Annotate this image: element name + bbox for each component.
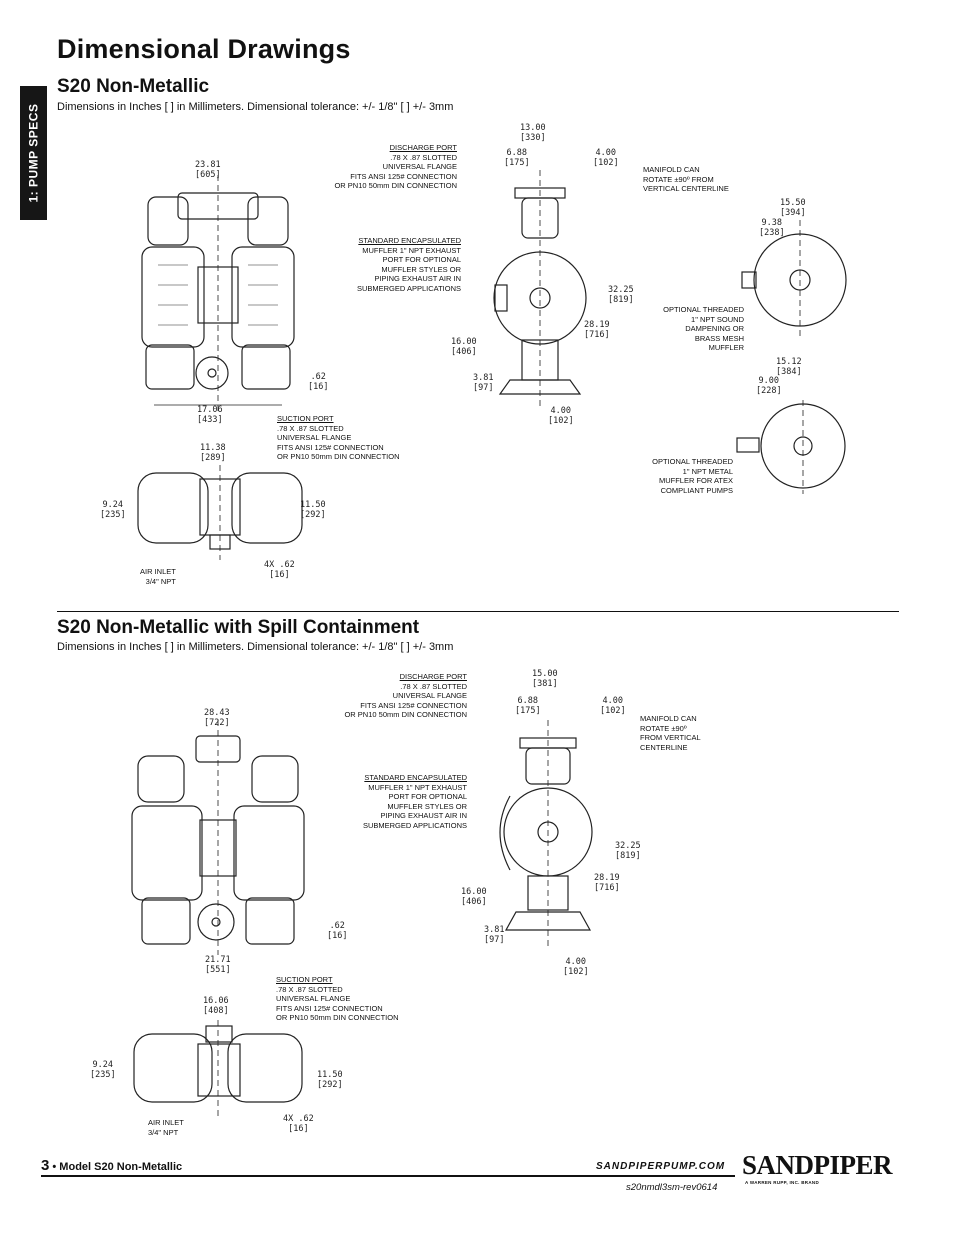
footer-doc-code: s20nmdl3sm-rev0614: [626, 1182, 718, 1193]
page-title: Dimensional Drawings: [57, 34, 351, 64]
dim-top-right: 11.50 [292]: [300, 500, 326, 520]
dim-front-width: 28.43 [722]: [204, 708, 230, 728]
dim-side-center: 16.00 [406]: [451, 337, 477, 357]
sandpiper-logo: SANDPIPER: [742, 1150, 893, 1180]
callout-heading: DISCHARGE PORT: [399, 672, 467, 681]
callout-discharge-port: DISCHARGE PORT .78 X .87 SLOTTED UNIVERS…: [333, 672, 467, 720]
callout-heading: STANDARD ENCAPSULATED: [364, 773, 467, 782]
callout-body: MUFFLER 1" NPT EXHAUST PORT FOR OPTIONAL…: [356, 245, 461, 293]
dim-side-width: 15.00 [381]: [532, 669, 558, 689]
page-number: 3: [41, 1157, 50, 1174]
dim-top-left: 9.24 [235]: [100, 500, 126, 520]
dim-side-width: 13.00 [330]: [520, 123, 546, 143]
callout-heading: DISCHARGE PORT: [389, 143, 457, 152]
optional-muffler-view-2: [736, 400, 846, 494]
callout-suction-port: SUCTION PORT .78 X .87 SLOTTED UNIVERSAL…: [276, 975, 416, 1023]
callout-body: .78 X .87 SLOTTED UNIVERSAL FLANGE FITS …: [344, 681, 467, 720]
dim-side-offset: 6.88 [175]: [504, 148, 530, 168]
footer-url[interactable]: SANDPIPERPUMP.COM: [596, 1161, 726, 1172]
footer-model: • Model S20 Non-Metallic: [49, 1161, 183, 1173]
callout-manifold: MANIFOLD CAN ROTATE ±90º FROM VERTICAL C…: [640, 714, 701, 752]
callout-heading: SUCTION PORT: [277, 414, 334, 423]
side-tab-label: 1: PUMP SPECS: [26, 103, 41, 203]
dim-side-foot: 3.81 [97]: [484, 925, 505, 945]
callout-discharge-port: DISCHARGE PORT .78 X .87 SLOTTED UNIVERS…: [327, 143, 457, 191]
section-divider: [57, 611, 899, 612]
callout-body: .78 X .87 SLOTTED UNIVERSAL FLANGE FITS …: [334, 152, 457, 191]
callout-muffler: STANDARD ENCAPSULATED MUFFLER 1" NPT EXH…: [335, 236, 461, 293]
side-tab: 1: PUMP SPECS: [20, 86, 47, 220]
dim-alt1-offset: 9.38 [238]: [759, 218, 785, 238]
callout-suction-port: SUCTION PORT .78 X .87 SLOTTED UNIVERSAL…: [277, 414, 417, 462]
side-view-drawing: [493, 170, 587, 410]
dim-front-slot: .62 [16]: [308, 372, 329, 392]
callout-body: MUFFLER 1" NPT EXHAUST PORT FOR OPTIONAL…: [362, 782, 467, 830]
side-view-drawing: [499, 720, 593, 950]
dim-top-width: 11.38 [289]: [200, 443, 226, 463]
logo-subtitle: A WARREN RUPP, INC. BRAND: [745, 1180, 820, 1185]
dim-side-center: 16.00 [406]: [461, 887, 487, 907]
callout-heading: SUCTION PORT: [276, 975, 333, 984]
callout-body: .78 X .87 SLOTTED UNIVERSAL FLANGE FITS …: [277, 423, 400, 462]
top-view-drawing: [133, 1020, 303, 1118]
dimensions-note: Dimensions in Inches [ ] in Millimeters.…: [57, 641, 454, 653]
front-view-drawing: [131, 720, 305, 955]
dimensions-note: Dimensions in Inches [ ] in Millimeters.…: [57, 101, 454, 113]
dim-side-height: 32.25 [819]: [615, 841, 641, 861]
callout-manifold: MANIFOLD CAN ROTATE ±90º FROM VERTICAL C…: [643, 165, 729, 193]
dim-alt2-offset: 9.00 [228]: [756, 376, 782, 396]
dim-alt2-width: 15.12 [384]: [776, 357, 802, 377]
section-title: S20 Non-Metallic: [57, 76, 210, 97]
dim-front-base: 21.71 [551]: [205, 955, 231, 975]
dim-front-base: 17.06 [433]: [197, 405, 223, 425]
callout-heading: STANDARD ENCAPSULATED: [358, 236, 461, 245]
optional-muffler-view-1: [741, 220, 847, 336]
dim-side-mid: 28.19 [716]: [584, 320, 610, 340]
callout-body: .78 X .87 SLOTTED UNIVERSAL FLANGE FITS …: [276, 984, 399, 1023]
dim-side-base: 4.00 [102]: [548, 406, 574, 426]
callout-sound-muffler: OPTIONAL THREADED 1" NPT SOUND DAMPENING…: [663, 305, 744, 352]
callout-air-inlet: AIR INLET 3/4" NPT: [148, 1118, 184, 1137]
dim-front-width: 23.81 [605]: [195, 160, 221, 180]
dim-side-mid: 28.19 [716]: [594, 873, 620, 893]
dim-front-slot: .62 [16]: [327, 921, 348, 941]
callout-muffler: STANDARD ENCAPSULATED MUFFLER 1" NPT EXH…: [342, 773, 467, 830]
dim-side-foot: 3.81 [97]: [473, 373, 494, 393]
dim-top-holes: 4X .62 [16]: [264, 560, 295, 580]
dim-side-top: 4.00 [102]: [593, 148, 619, 168]
dim-alt1-width: 15.50 [394]: [780, 198, 806, 218]
dim-side-base: 4.00 [102]: [563, 957, 589, 977]
dim-side-height: 32.25 [819]: [608, 285, 634, 305]
front-view-drawing: [141, 175, 295, 415]
callout-metal-muffler: OPTIONAL THREADED 1" NPT METAL MUFFLER F…: [652, 457, 733, 495]
dim-top-holes: 4X .62 [16]: [283, 1114, 314, 1134]
dim-side-offset: 6.88 [175]: [515, 696, 541, 716]
dim-side-top: 4.00 [102]: [600, 696, 626, 716]
dim-top-left: 9.24 [235]: [90, 1060, 116, 1080]
dim-top-width: 16.06 [408]: [203, 996, 229, 1016]
top-view-drawing: [137, 465, 303, 560]
footer-rule: [41, 1175, 735, 1177]
footer-page-label: 3 • Model S20 Non-Metallic: [41, 1157, 182, 1174]
section-title: S20 Non-Metallic with Spill Containment: [57, 617, 420, 638]
dim-top-right: 11.50 [292]: [317, 1070, 343, 1090]
callout-air-inlet: AIR INLET 3/4" NPT: [140, 567, 176, 586]
